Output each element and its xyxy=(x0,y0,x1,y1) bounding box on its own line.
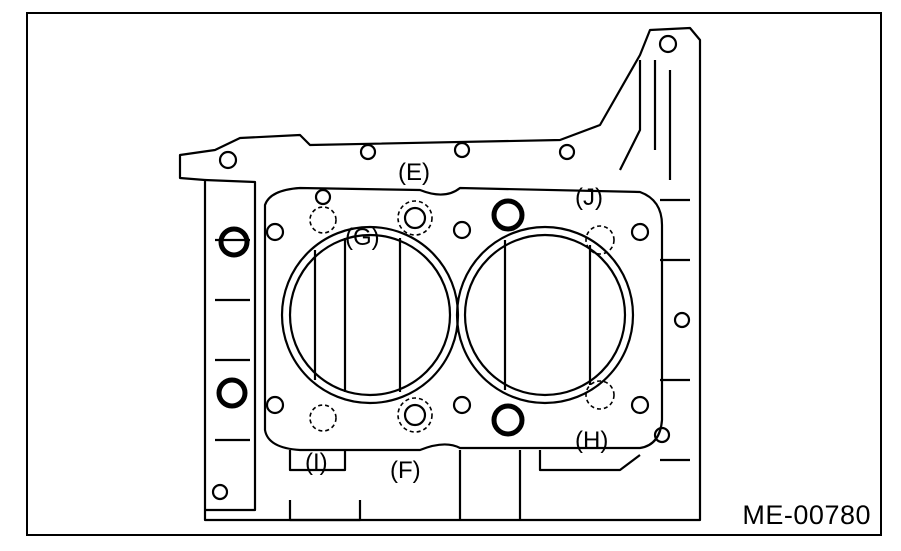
callout-e: (E) xyxy=(398,159,430,186)
ref-point-g xyxy=(309,206,337,234)
callout-j: (J) xyxy=(575,184,603,211)
block-left-flange xyxy=(204,178,257,512)
head-gasket xyxy=(263,186,664,452)
head-bolt xyxy=(491,198,525,232)
callout-h: (H) xyxy=(575,427,608,454)
callout-f: (F) xyxy=(390,457,421,484)
figure-id: ME-00780 xyxy=(742,500,871,530)
figure-frame xyxy=(26,12,882,536)
top-boss xyxy=(218,150,238,170)
cylinder-bore-left xyxy=(280,225,460,405)
callout-g: (G) xyxy=(345,224,380,251)
ref-point-h xyxy=(585,380,615,410)
callout-i: (I) xyxy=(305,449,328,476)
ref-point-j xyxy=(585,225,615,255)
cylinder-bore-right xyxy=(455,225,635,405)
block-outline xyxy=(178,26,702,522)
